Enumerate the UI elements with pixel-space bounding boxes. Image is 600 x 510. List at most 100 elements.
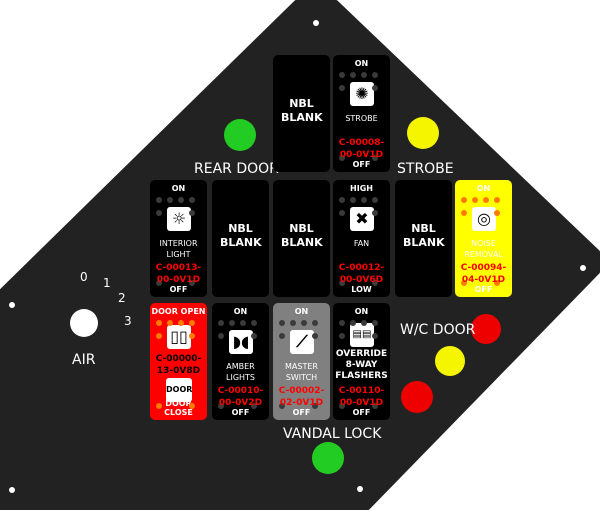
indicator-dot xyxy=(483,197,489,203)
rear-door-indicator xyxy=(224,119,256,151)
indicator-dot xyxy=(218,333,224,339)
wc-door-label: W/C DOOR xyxy=(400,322,476,338)
switch-name: OVERRIDE 8-WAY FLASHERS xyxy=(335,349,388,381)
indicator-dot xyxy=(494,280,500,286)
indicator-dot xyxy=(279,333,285,339)
ceiling-light-icon: ☼ xyxy=(167,207,191,231)
indicator-dot xyxy=(290,320,296,326)
indicator-dot xyxy=(350,197,356,203)
air-position-0: 0 xyxy=(80,270,88,284)
indicator-dot xyxy=(372,333,378,339)
part-code: C-00002-02-0V1D xyxy=(278,386,325,408)
switch-off-label: OFF xyxy=(352,408,371,417)
air-knob[interactable] xyxy=(70,309,98,337)
indicator-dot xyxy=(189,197,195,203)
screw-icon xyxy=(9,302,15,308)
door-panels-icon: ▯▯ xyxy=(167,325,191,349)
switch-high-label: HIGH xyxy=(350,184,373,193)
indicator-dot xyxy=(218,320,224,326)
screw-icon xyxy=(580,265,586,271)
indicator-dot xyxy=(178,197,184,203)
nbl-blank-switch: NBL BLANK xyxy=(212,180,269,297)
indicator-dot xyxy=(494,210,500,216)
switch-off-label: OFF xyxy=(474,285,493,294)
strobe-switch[interactable]: ON ✺ STROBE C-00008-00-0V1D OFF xyxy=(333,55,390,172)
indicator-dot xyxy=(461,197,467,203)
noise-removal-switch[interactable]: ON ◎ NOISE REMOVAL C-00094-04-0V1D OFF xyxy=(455,180,512,297)
indicator-dot xyxy=(339,85,345,91)
indicator-dot xyxy=(372,210,378,216)
vandal-lock-indicator xyxy=(312,442,344,474)
part-code: C-00010-00-0V2D xyxy=(217,386,264,408)
screw-icon xyxy=(9,487,15,493)
master-switch[interactable]: ON ⟋ MASTER SWITCH C-00002-02-0V1D OFF xyxy=(273,303,330,420)
indicator-dot xyxy=(189,333,195,339)
indicator-dot xyxy=(350,320,356,326)
indicator-dot xyxy=(361,197,367,203)
switch-off-label: OFF xyxy=(292,408,311,417)
indicator-dot xyxy=(279,320,285,326)
amber-lights-switch[interactable]: ON ◗◖ AMBER LIGHTS C-00010-00-0V2D OFF xyxy=(212,303,269,420)
indicator-dot xyxy=(372,403,378,409)
air-position-1: 1 xyxy=(103,276,111,290)
switch-off-label: OFF xyxy=(169,285,188,294)
indicator-dot xyxy=(339,155,345,161)
indicator-dot xyxy=(461,210,467,216)
switch-off-label: OFF xyxy=(352,160,371,169)
override-flashers-switch[interactable]: ON ▤▤ OVERRIDE 8-WAY FLASHERS C-00110-00… xyxy=(333,303,390,420)
indicator-dot xyxy=(339,197,345,203)
switch-on-label: ON xyxy=(354,307,369,316)
indicator-dot xyxy=(167,320,173,326)
indicator-dot xyxy=(339,72,345,78)
indicator-dot xyxy=(156,280,162,286)
wc-door-red-indicator xyxy=(471,314,501,344)
indicator-dot xyxy=(156,210,162,216)
switch-name: FAN xyxy=(353,239,370,248)
indicator-dot xyxy=(312,403,318,409)
switch-on-label: ON xyxy=(171,184,186,193)
fan-switch[interactable]: HIGH ✖ FAN C-00012-00-0V6D LOW xyxy=(333,180,390,297)
indicator-dot xyxy=(350,72,356,78)
indicator-dot xyxy=(178,320,184,326)
nbl-blank-switch: NBL BLANK xyxy=(273,180,330,297)
indicator-dot xyxy=(189,210,195,216)
indicator-dot xyxy=(189,280,195,286)
strobe-indicator xyxy=(407,117,439,149)
part-code: C-00012-00-0V6D xyxy=(338,263,385,285)
indicator-dot xyxy=(156,403,162,409)
indicator-dot xyxy=(372,85,378,91)
wc-door-yellow-indicator xyxy=(435,346,465,376)
door-switch[interactable]: DOOR OPEN ▯▯ C-00000-13-0V8D DOOR DOOR C… xyxy=(150,303,207,420)
indicator-dot xyxy=(312,320,318,326)
indicator-dot xyxy=(361,320,367,326)
indicator-dot xyxy=(472,197,478,203)
switch-name: MASTER SWITCH xyxy=(285,362,318,382)
nbl-blank-switch: NBL BLANK xyxy=(273,55,330,172)
switch-on-label: ON xyxy=(476,184,491,193)
indicator-dot xyxy=(301,320,307,326)
door-open-label: DOOR OPEN xyxy=(151,307,206,316)
air-position-2: 2 xyxy=(118,291,126,305)
indicator-dot xyxy=(339,403,345,409)
interior-light-switch[interactable]: ON ☼ INTERIOR LIGHT C-00013-00-0V1D OFF xyxy=(150,180,207,297)
indicator-dot xyxy=(189,320,195,326)
ear-icon: ◎ xyxy=(472,207,496,231)
blank-label: NBL BLANK xyxy=(281,222,323,249)
indicator-dot xyxy=(361,72,367,78)
part-code: C-00008-00-0V1D xyxy=(338,138,385,160)
switch-on-label: ON xyxy=(294,307,309,316)
nbl-blank-switch: NBL BLANK xyxy=(395,180,452,297)
blank-label: NBL BLANK xyxy=(220,222,262,249)
switch-name: STROBE xyxy=(345,114,378,123)
strobe-label: STROBE xyxy=(397,161,454,177)
strobe-icon: ✺ xyxy=(350,82,374,106)
switch-on-label: ON xyxy=(233,307,248,316)
indicator-dot xyxy=(461,280,467,286)
indicator-dot xyxy=(251,403,257,409)
indicator-dot xyxy=(189,403,195,409)
door-close-label: DOOR CLOSE xyxy=(164,399,193,417)
indicator-dot xyxy=(372,320,378,326)
indicator-dot xyxy=(494,197,500,203)
indicator-dot xyxy=(156,333,162,339)
flashers-icon: ▤▤ xyxy=(350,323,374,347)
